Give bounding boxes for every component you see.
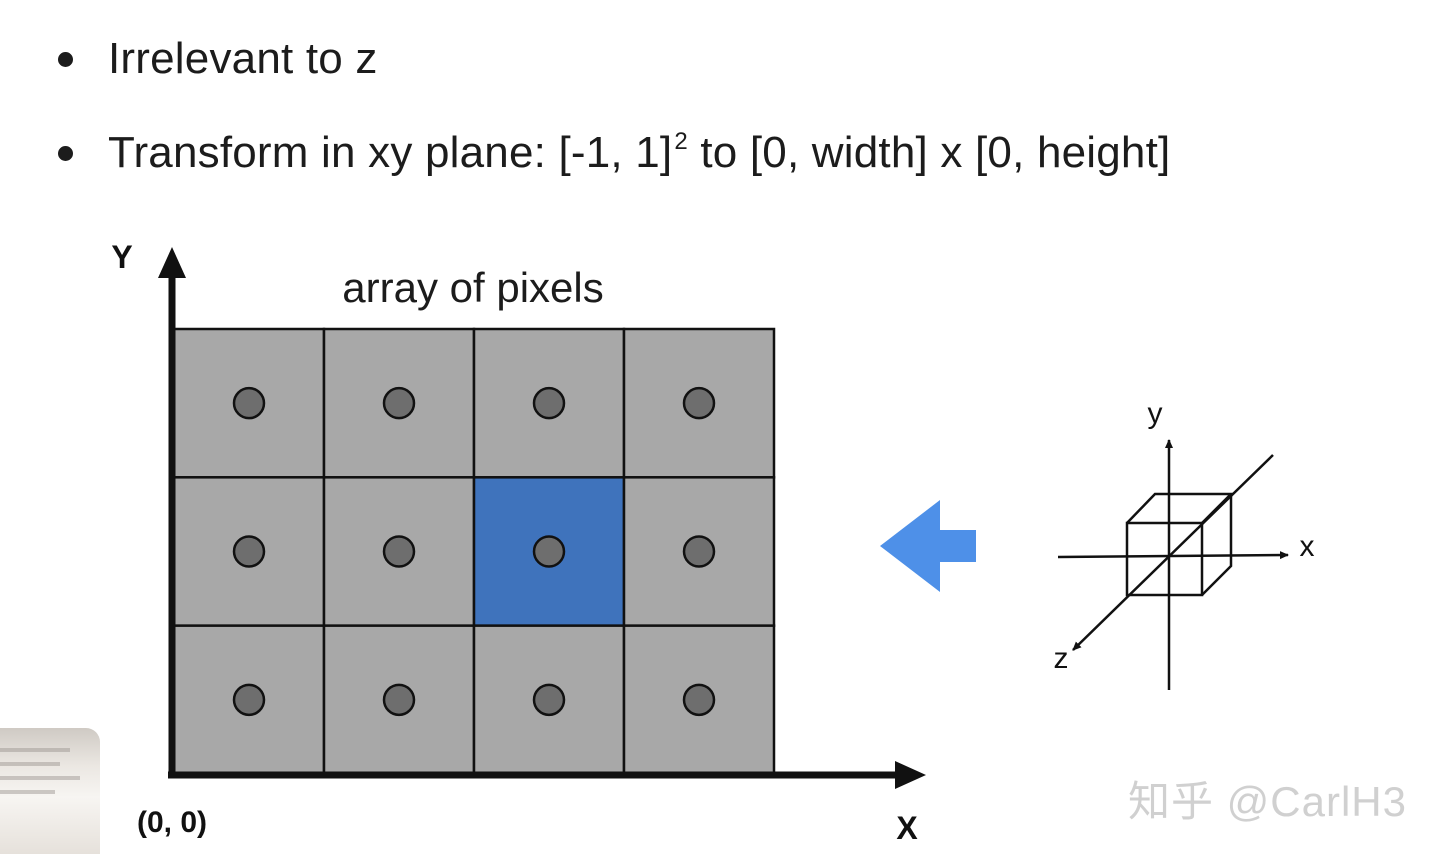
3d-y-label: y: [1148, 397, 1163, 430]
3d-z-axis: [1072, 454, 1274, 651]
watermark: 知乎 @CarlH3: [1128, 778, 1408, 825]
pixel-center-dot: [682, 386, 716, 420]
3d-x-axis: [1057, 551, 1289, 560]
overlay-stripe: [0, 748, 70, 752]
grid-title: array of pixels: [342, 264, 603, 311]
bullet-text-2-main: Transform in xy plane: [-1, 1]: [108, 128, 673, 177]
bullet-text-2: Transform in xy plane: [-1, 1]2 to [0, w…: [108, 128, 1170, 178]
overlay-stripe: [0, 776, 80, 780]
pixel-center-dot: [532, 386, 566, 420]
bullet-item-2: Transform in xy plane: [-1, 1]2 to [0, w…: [58, 128, 1170, 178]
3d-x-label: x: [1300, 530, 1315, 563]
overlay-stripe: [0, 790, 55, 794]
superscript: 2: [674, 128, 688, 155]
overlay-stripe: [0, 762, 60, 766]
pixel-center-dot: [682, 535, 716, 568]
y-axis-arrowhead: [158, 247, 186, 278]
y-axis-label: Y: [111, 239, 132, 275]
bullet-text-1: Irrelevant to z: [108, 34, 378, 83]
pixel-center-dot: [382, 683, 416, 717]
pixel-center-dot: [232, 535, 266, 568]
x-axis-arrowhead: [895, 761, 926, 789]
pixel-center-dot: [682, 683, 716, 717]
left-arrow-icon: [880, 500, 976, 592]
pixel-grid: [172, 327, 776, 776]
3d-z-label: z: [1054, 642, 1069, 675]
bullet-dot: [58, 145, 73, 161]
pixel-center-dot: [232, 683, 266, 717]
camera-overlay: [0, 728, 100, 854]
pixel-center-dot: [382, 386, 416, 420]
cube-icon: [1125, 492, 1235, 597]
origin-label: (0, 0): [137, 806, 207, 839]
pixel-center-dot: [532, 683, 566, 717]
bullet-item-1: Irrelevant to z: [58, 34, 378, 84]
bullet-text-2-rest: to [0, width] x [0, height]: [687, 128, 1171, 177]
pixel-center-dot: [232, 386, 266, 420]
pixel-center-dot: [382, 535, 416, 568]
pixel-center-dot: [532, 535, 566, 568]
x-axis-label: X: [896, 810, 918, 846]
3d-axes-diagram: [1057, 439, 1289, 690]
bullet-dot: [58, 51, 73, 67]
